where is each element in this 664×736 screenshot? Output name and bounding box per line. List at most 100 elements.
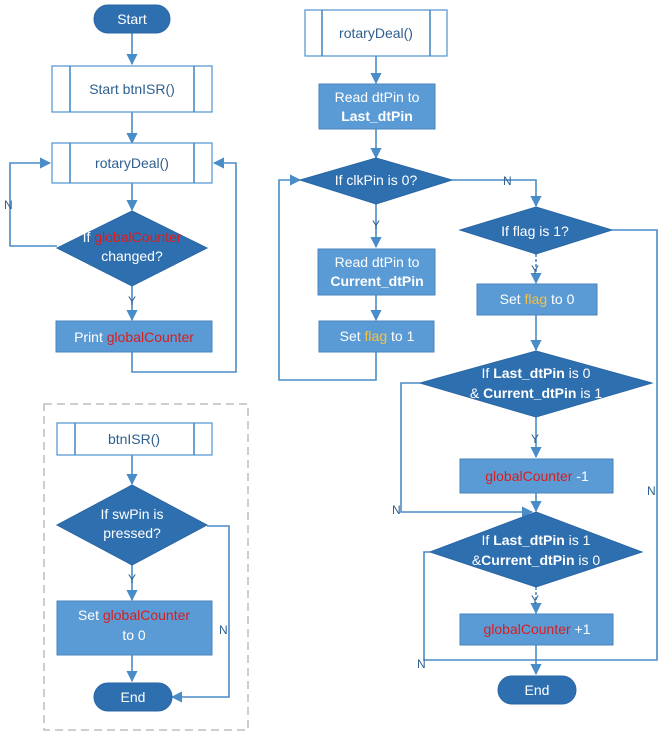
arrow-flag-no	[536, 229, 658, 661]
set1-prefix: Set	[340, 328, 361, 344]
dec1-tail2: is 1	[580, 385, 602, 401]
dec2-var2: Current_dtPin	[481, 552, 574, 568]
swpin-text-1: If swPin is	[100, 506, 163, 522]
arrow-decision-no-loop	[9, 157, 57, 247]
dec1-text-1: If Last_dtPin is 0	[482, 365, 591, 381]
set-counter-zero-process	[56, 600, 213, 656]
minus-operator: -1	[576, 468, 589, 484]
counter-plus-process	[459, 613, 614, 646]
dec1-amp: &	[470, 385, 480, 401]
set-variable: globalCounter	[103, 607, 191, 623]
set-counter-text-1: Set globalCounter	[78, 607, 190, 623]
plus-operator: +1	[575, 621, 591, 637]
set-flag-one-process	[318, 320, 435, 353]
arrow-dec1-no	[400, 382, 534, 518]
last1-current0-decision	[428, 511, 644, 588]
print-counter-text: Print globalCounter	[74, 329, 194, 345]
decision-prefix: If	[83, 229, 91, 245]
set-flag-zero-text: Set flag to 0	[500, 291, 575, 307]
main-flow: Start Start btnISR() rotaryDeal() If glo…	[4, 4, 237, 373]
arrow-print-loop-back	[131, 157, 237, 373]
rotary-call-label: rotaryDeal()	[95, 155, 169, 171]
arrow-decision-no-to-end	[170, 525, 230, 703]
counter-minus-process	[459, 458, 614, 494]
set-flag-zero-process	[476, 283, 598, 316]
flag-no-label: N	[647, 484, 656, 498]
start-label: Start	[117, 11, 147, 27]
read-last-text-1: Read dtPin to	[335, 89, 420, 105]
dec1-text-2: & Current_dtPin is 1	[470, 385, 602, 401]
btnisr-end-terminator	[93, 682, 173, 712]
dec2-var1: Last_dtPin	[493, 532, 565, 548]
clkpin-text: If clkPin is 0?	[335, 172, 418, 188]
set-counter-text-2: to 0	[122, 627, 146, 643]
clk-yes-label: Y	[372, 218, 380, 232]
dec2-no-label: N	[417, 657, 426, 671]
rotary-end-terminator	[497, 675, 577, 705]
dec2-tail2: is 0	[578, 552, 600, 568]
counter-changed-text-2: changed?	[101, 248, 163, 264]
print-counter-process	[55, 320, 213, 353]
rotary-flow: rotaryDeal() Read dtPin to Last_dtPin If…	[278, 9, 658, 705]
read-current-text-2: Current_dtPin	[330, 273, 423, 289]
plus-variable: globalCounter	[483, 621, 571, 637]
arrow-clk-no	[452, 179, 542, 208]
rotary-title-label: rotaryDeal()	[339, 25, 413, 41]
clkpin-decision	[298, 157, 454, 205]
btnisr-end-label: End	[121, 689, 146, 705]
dec2-text-2: &Current_dtPin is 0	[472, 552, 601, 568]
btnisr-yes-label: Y	[128, 572, 136, 586]
dec2-tail1: is 1	[569, 532, 591, 548]
dec1-yes-label: Y	[531, 432, 539, 446]
set0-prefix: Set	[500, 291, 521, 307]
arrow-dec2-no	[423, 551, 536, 661]
set1-variable: flag	[365, 328, 388, 344]
dec1-no-label: N	[392, 503, 401, 517]
read-last-text-2: Last_dtPin	[341, 108, 413, 124]
dec1-if: If	[482, 365, 490, 381]
clk-no-label: N	[503, 174, 512, 188]
flag-decision	[458, 206, 614, 255]
read-current-dtpin-process	[317, 248, 436, 296]
btnisr-call-label: Start btnISR()	[89, 81, 175, 97]
dec2-text-1: If Last_dtPin is 1	[482, 532, 591, 548]
counter-plus-text: globalCounter +1	[483, 621, 590, 637]
start-terminator	[93, 4, 171, 34]
dec1-var2: Current_dtPin	[483, 385, 576, 401]
swpin-text-2: pressed?	[103, 525, 161, 541]
flag-decision-text: If flag is 1?	[501, 223, 569, 239]
rotary-end-label: End	[525, 682, 550, 698]
dec1-tail1: is 0	[569, 365, 591, 381]
dec2-if: If	[482, 532, 490, 548]
dec1-var1: Last_dtPin	[493, 365, 565, 381]
btnisr-title-process	[56, 422, 213, 456]
btnisr-flow: btnISR() If swPin is pressed? Y N Set gl…	[43, 403, 249, 731]
btnisr-no-label: N	[219, 623, 228, 637]
set0-suffix: to 0	[551, 291, 575, 307]
btnisr-call-process	[51, 65, 213, 113]
flag-yes-label: Y	[531, 263, 539, 277]
main-no-label: N	[4, 198, 13, 212]
set-prefix: Set	[78, 607, 99, 623]
set1-suffix: to 1	[391, 328, 415, 344]
main-yes-label: Y	[128, 294, 136, 308]
rotary-call-process	[51, 142, 213, 184]
last0-current1-decision	[418, 350, 654, 418]
dec2-amp: &	[472, 552, 482, 568]
minus-variable: globalCounter	[485, 468, 573, 484]
swpin-pressed-decision	[55, 484, 209, 566]
set0-variable: flag	[525, 291, 548, 307]
decision-variable: globalCounter	[94, 229, 182, 245]
print-variable: globalCounter	[107, 329, 195, 345]
counter-minus-text: globalCounter -1	[485, 468, 589, 484]
arrow-set1-loop-back	[278, 174, 377, 381]
print-prefix: Print	[74, 329, 103, 345]
btnisr-title-label: btnISR()	[108, 431, 160, 447]
counter-changed-text-1: If globalCounter	[83, 229, 182, 245]
btnisr-dashed-frame	[43, 403, 249, 731]
set-flag-one-text: Set flag to 1	[340, 328, 415, 344]
rotary-title-process	[304, 9, 448, 57]
counter-changed-decision	[55, 210, 209, 287]
read-current-text-1: Read dtPin to	[335, 254, 420, 270]
